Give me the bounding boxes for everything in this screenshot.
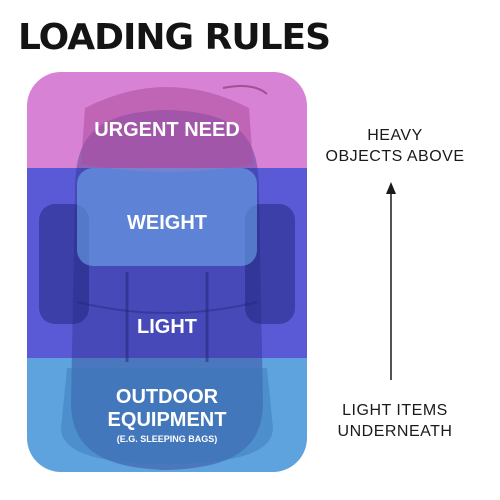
backpack-lid: [81, 87, 253, 172]
backpack-illustration: [39, 85, 295, 470]
front-panel: [77, 168, 257, 266]
label-light: LIGHT: [137, 316, 197, 338]
light-items-line2: UNDERNEATH: [337, 423, 453, 440]
light-items-underneath-text: LIGHT ITEMS UNDERNEATH: [318, 400, 472, 442]
heavy-objects-above-text: HEAVY OBJECTS ABOVE: [318, 125, 472, 167]
light-items-line1: LIGHT ITEMS: [342, 402, 448, 419]
label-weight: WEIGHT: [127, 212, 207, 234]
zone-outdoor-equipment: [27, 358, 307, 472]
left-side-pocket: [39, 204, 89, 324]
label-outdoor-line1: OUTDOOR: [115, 386, 219, 408]
right-side-pocket: [245, 204, 295, 324]
page-title: LOADING RULES: [18, 17, 331, 58]
lower-compartment: [61, 368, 273, 464]
label-outdoor-line2: EQUIPMENT: [107, 409, 227, 431]
heavy-line2: OBJECTS ABOVE: [325, 148, 465, 165]
label-outdoor-equipment: OUTDOOR EQUIPMENT: [27, 386, 307, 432]
up-arrow-icon: [386, 182, 396, 380]
top-handle: [222, 85, 268, 95]
label-urgent-need: URGENT NEED: [94, 119, 240, 141]
loading-zones-panel: URGENT NEED WEIGHT LIGHT OUTDOOR EQUIPME…: [27, 72, 307, 472]
compartment-seam: [76, 301, 258, 314]
heavy-line1: HEAVY: [367, 127, 423, 144]
label-sleeping-bags-note: (E.G. SLEEPING BAGS): [116, 434, 218, 444]
